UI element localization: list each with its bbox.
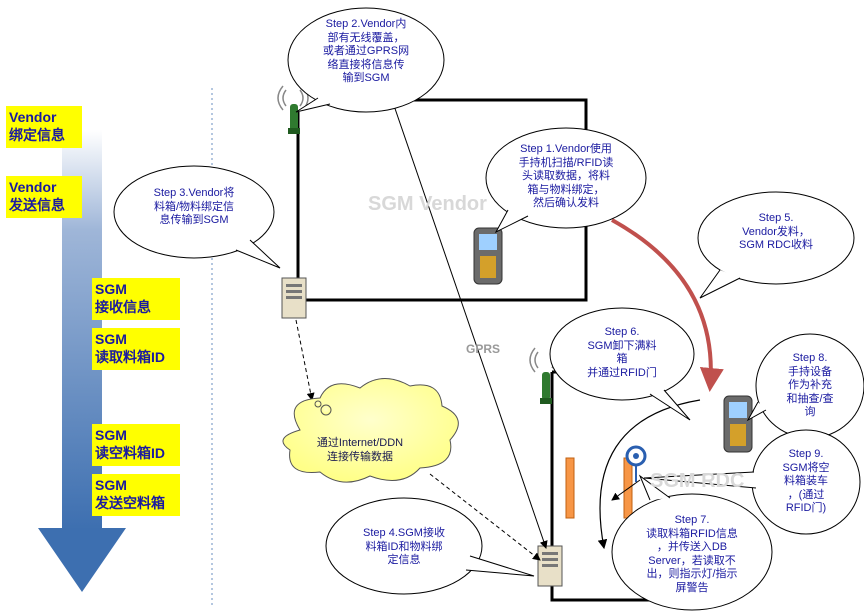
step6-text: Step 6.SGM卸下满料箱并通过RFID门 bbox=[587, 326, 657, 379]
rdc-zone-label: SGM RDC bbox=[650, 470, 745, 492]
bubble-step5 bbox=[697, 191, 855, 299]
data-link-line bbox=[295, 319, 315, 401]
step8-text: Step 8.手持设备作为补充和抽查/查询 bbox=[786, 352, 834, 418]
gprs-label: GPRS bbox=[466, 342, 501, 356]
rfid-gate-bar bbox=[565, 457, 575, 519]
shipment-arrow bbox=[611, 218, 724, 392]
vendor-zone-border bbox=[296, 98, 588, 302]
rfid-reader-icon bbox=[625, 445, 647, 482]
bubble-step3 bbox=[113, 165, 281, 269]
bubble-step9 bbox=[643, 429, 861, 535]
bubble-step7 bbox=[611, 474, 773, 611]
handheld-scanner-icon bbox=[723, 395, 753, 453]
step5-text: Step 5.Vendor发料，SGM RDC收料 bbox=[739, 212, 813, 251]
vendor-zone-label: SGM Vendor bbox=[368, 193, 487, 215]
antenna-icon bbox=[277, 85, 309, 134]
server-icon bbox=[537, 545, 563, 587]
step1-text: Step 1.Vendor使用手持机扫描/RFID读头读取数据，将料箱与物料绑定… bbox=[518, 143, 614, 209]
server-icon bbox=[281, 277, 307, 319]
data-link-line bbox=[429, 473, 541, 561]
bubble-step6 bbox=[549, 307, 695, 421]
step3-text: Step 3.Vendor将料箱/物料绑定信息传输到SGM bbox=[153, 187, 235, 226]
bubble-step2 bbox=[287, 7, 445, 113]
gprs-connection-line bbox=[389, 93, 548, 549]
rdc-flow-arrow bbox=[611, 479, 641, 501]
bubble-step1 bbox=[485, 127, 647, 234]
internet-cloud bbox=[282, 378, 459, 483]
step2-text: Step 2.Vendor内部有无线覆盖，或者通过GPRS网络直接将信息传输到S… bbox=[322, 18, 410, 84]
step4-text: Step 4.SGM接收料箱ID和物料绑定信息 bbox=[363, 527, 445, 566]
antenna-icon bbox=[529, 347, 561, 404]
handheld-scanner-icon bbox=[473, 227, 503, 285]
bubble-step4 bbox=[325, 497, 535, 595]
